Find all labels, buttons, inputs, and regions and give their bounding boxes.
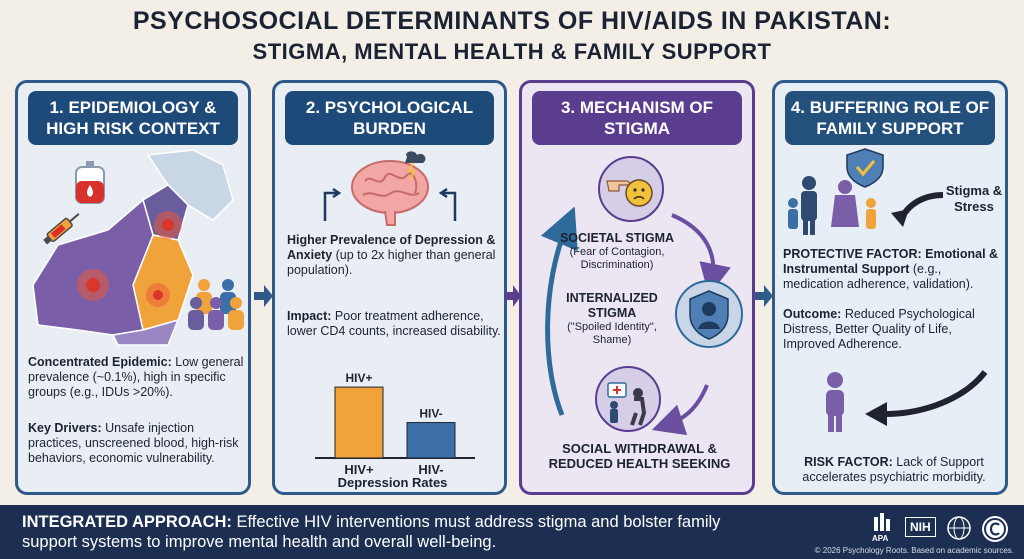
panel-3-heading: 3. MECHANISM OF STIGMA [532,91,742,145]
panel-epidemiology: 1. EPIDEMIOLOGY & HIGH RISK CONTEXT [15,80,251,495]
internalized-stigma-title: INTERNALIZED STIGMA [566,291,658,320]
prevalence-label: Higher Prevalence of Depression & Anxiet… [287,233,496,262]
panel-4-heading: 4. BUFFERING ROLE OF FAMILY SUPPORT [785,91,995,145]
apa-logo: APA [872,513,898,543]
pointing-finger-sad-face-icon [598,156,664,222]
brain-icon [323,151,457,226]
risk-factor-label: RISK FACTOR: [804,455,893,469]
pakistan-map-illustration [32,149,234,346]
prevalence-body: (up to 2x higher than general population… [287,248,496,277]
stigma-stress-label: Stigma & Stress [945,183,1003,214]
impact-label: Impact: [287,309,332,323]
people-group-icon [188,279,244,330]
bar-hiv-pos [334,386,384,459]
social-withdrawal-title: SOCIAL WITHDRAWAL & REDUCED HEALTH SEEKI… [548,441,731,471]
page-title: PSYCHOSOCIAL DETERMINANTS OF HIV/AIDS IN… [0,6,1024,66]
societal-stigma-title: SOCIETAL STIGMA [559,231,675,245]
apa-logo-text: APA [872,534,889,543]
protective-factor-bold: Emotional & Instrumental Support [783,247,999,276]
societal-stigma-sub: (Fear of Contagion, Discrimination) [569,246,665,271]
internalized-stigma-block: INTERNALIZED STIGMA ("Spoiled Identity",… [552,291,672,347]
protective-factor-label: PROTECTIVE FACTOR: [783,247,922,261]
title-line-1: PSYCHOSOCIAL DETERMINANTS OF HIV/AIDS IN… [132,7,892,35]
copyright-icon [982,516,1008,542]
stigma-stress-arrow [891,192,944,227]
key-drivers-label: Key Drivers: [28,421,102,435]
arrow-right-icon [505,285,521,307]
impact-body: Poor treatment adherence, lower CD4 coun… [287,309,501,338]
outcome-text: Outcome: Reduced Psychological Distress,… [783,307,1005,352]
protective-factor-body: (e.g., medication adherence, validation)… [783,262,974,291]
outcome-body: Reduced Psychological Distress, Better Q… [783,307,975,351]
arrow-right-icon [755,285,773,307]
concentrated-epidemic-label: Concentrated Epidemic: [28,355,172,369]
integrated-approach-text: INTEGRATED APPROACH: Effective HIV inter… [22,512,742,552]
footer-banner: INTEGRATED APPROACH: Effective HIV inter… [0,505,1024,559]
concentrated-epidemic-body: Low general prevalence (~0.1%), high in … [28,355,244,399]
integrated-approach-body: Effective HIV interventions must address… [22,513,721,551]
protective-factor-text: PROTECTIVE FACTOR: Emotional & Instrumen… [783,247,1005,292]
shield-person-icon [675,280,743,348]
stigma-cycle-arrows [540,206,731,436]
bar-tick-label: HIV- [418,462,443,477]
bar-value-label: HIV- [419,407,442,421]
panel-1-heading: 1. EPIDEMIOLOGY & HIGH RISK CONTEXT [28,91,238,145]
panel-mechanism-of-stigma: 3. MECHANISM OF STIGMA SOCIETAL STIGMA (… [519,80,755,495]
panel-psychological-burden: 2. PSYCHOLOGICAL BURDEN Higher Prevalenc… [272,80,507,495]
chart-caption: Depression Rates [337,475,448,490]
panel-2-heading: 2. PSYCHOLOGICAL BURDEN [285,91,494,145]
nih-logo: NIH [905,517,936,547]
isolated-person-icon [826,370,988,432]
globe-emblem-icon [947,516,971,540]
nih-logo-text: NIH [905,517,936,537]
internalized-stigma-sub: ("Spoiled Identity", Shame) [567,321,657,346]
depression-bar-chart: HIV+ HIV+ HIV- HIV- [315,371,475,477]
prevalence-text: Higher Prevalence of Depression & Anxiet… [287,233,502,278]
key-drivers-text: Key Drivers: Unsafe injection practices,… [28,421,248,466]
risk-factor-text: RISK FACTOR: Lack of Support accelerates… [783,455,1005,485]
bar-hiv-neg [406,422,456,459]
withdrawal-person-icon [595,366,661,432]
family-shield-icon [788,148,884,235]
syringe-icon [43,213,80,245]
outcome-label: Outcome: [783,307,842,321]
title-line-2: STIGMA, MENTAL HEALTH & FAMILY SUPPORT [252,39,772,64]
arrow-right-icon [254,285,273,307]
bar-value-label: HIV+ [345,371,372,385]
integrated-approach-label: INTEGRATED APPROACH: [22,513,232,531]
blood-bag-icon [75,161,105,204]
credit-text: © 2026 Psychology Roots. Based on academ… [814,546,1014,555]
key-drivers-body: Unsafe injection practices, unscreened b… [28,421,239,465]
risk-factor-body: Lack of Support accelerates psychiatric … [802,455,986,484]
societal-stigma-block: SOCIETAL STIGMA (Fear of Contagion, Disc… [542,231,692,272]
bar-tick-label: HIV+ [344,462,374,477]
concentrated-epidemic-text: Concentrated Epidemic: Low general preva… [28,355,248,400]
impact-text: Impact: Poor treatment adherence, lower … [287,309,502,339]
panel-family-support: 4. BUFFERING ROLE OF FAMILY SUPPORT Stig… [772,80,1008,495]
